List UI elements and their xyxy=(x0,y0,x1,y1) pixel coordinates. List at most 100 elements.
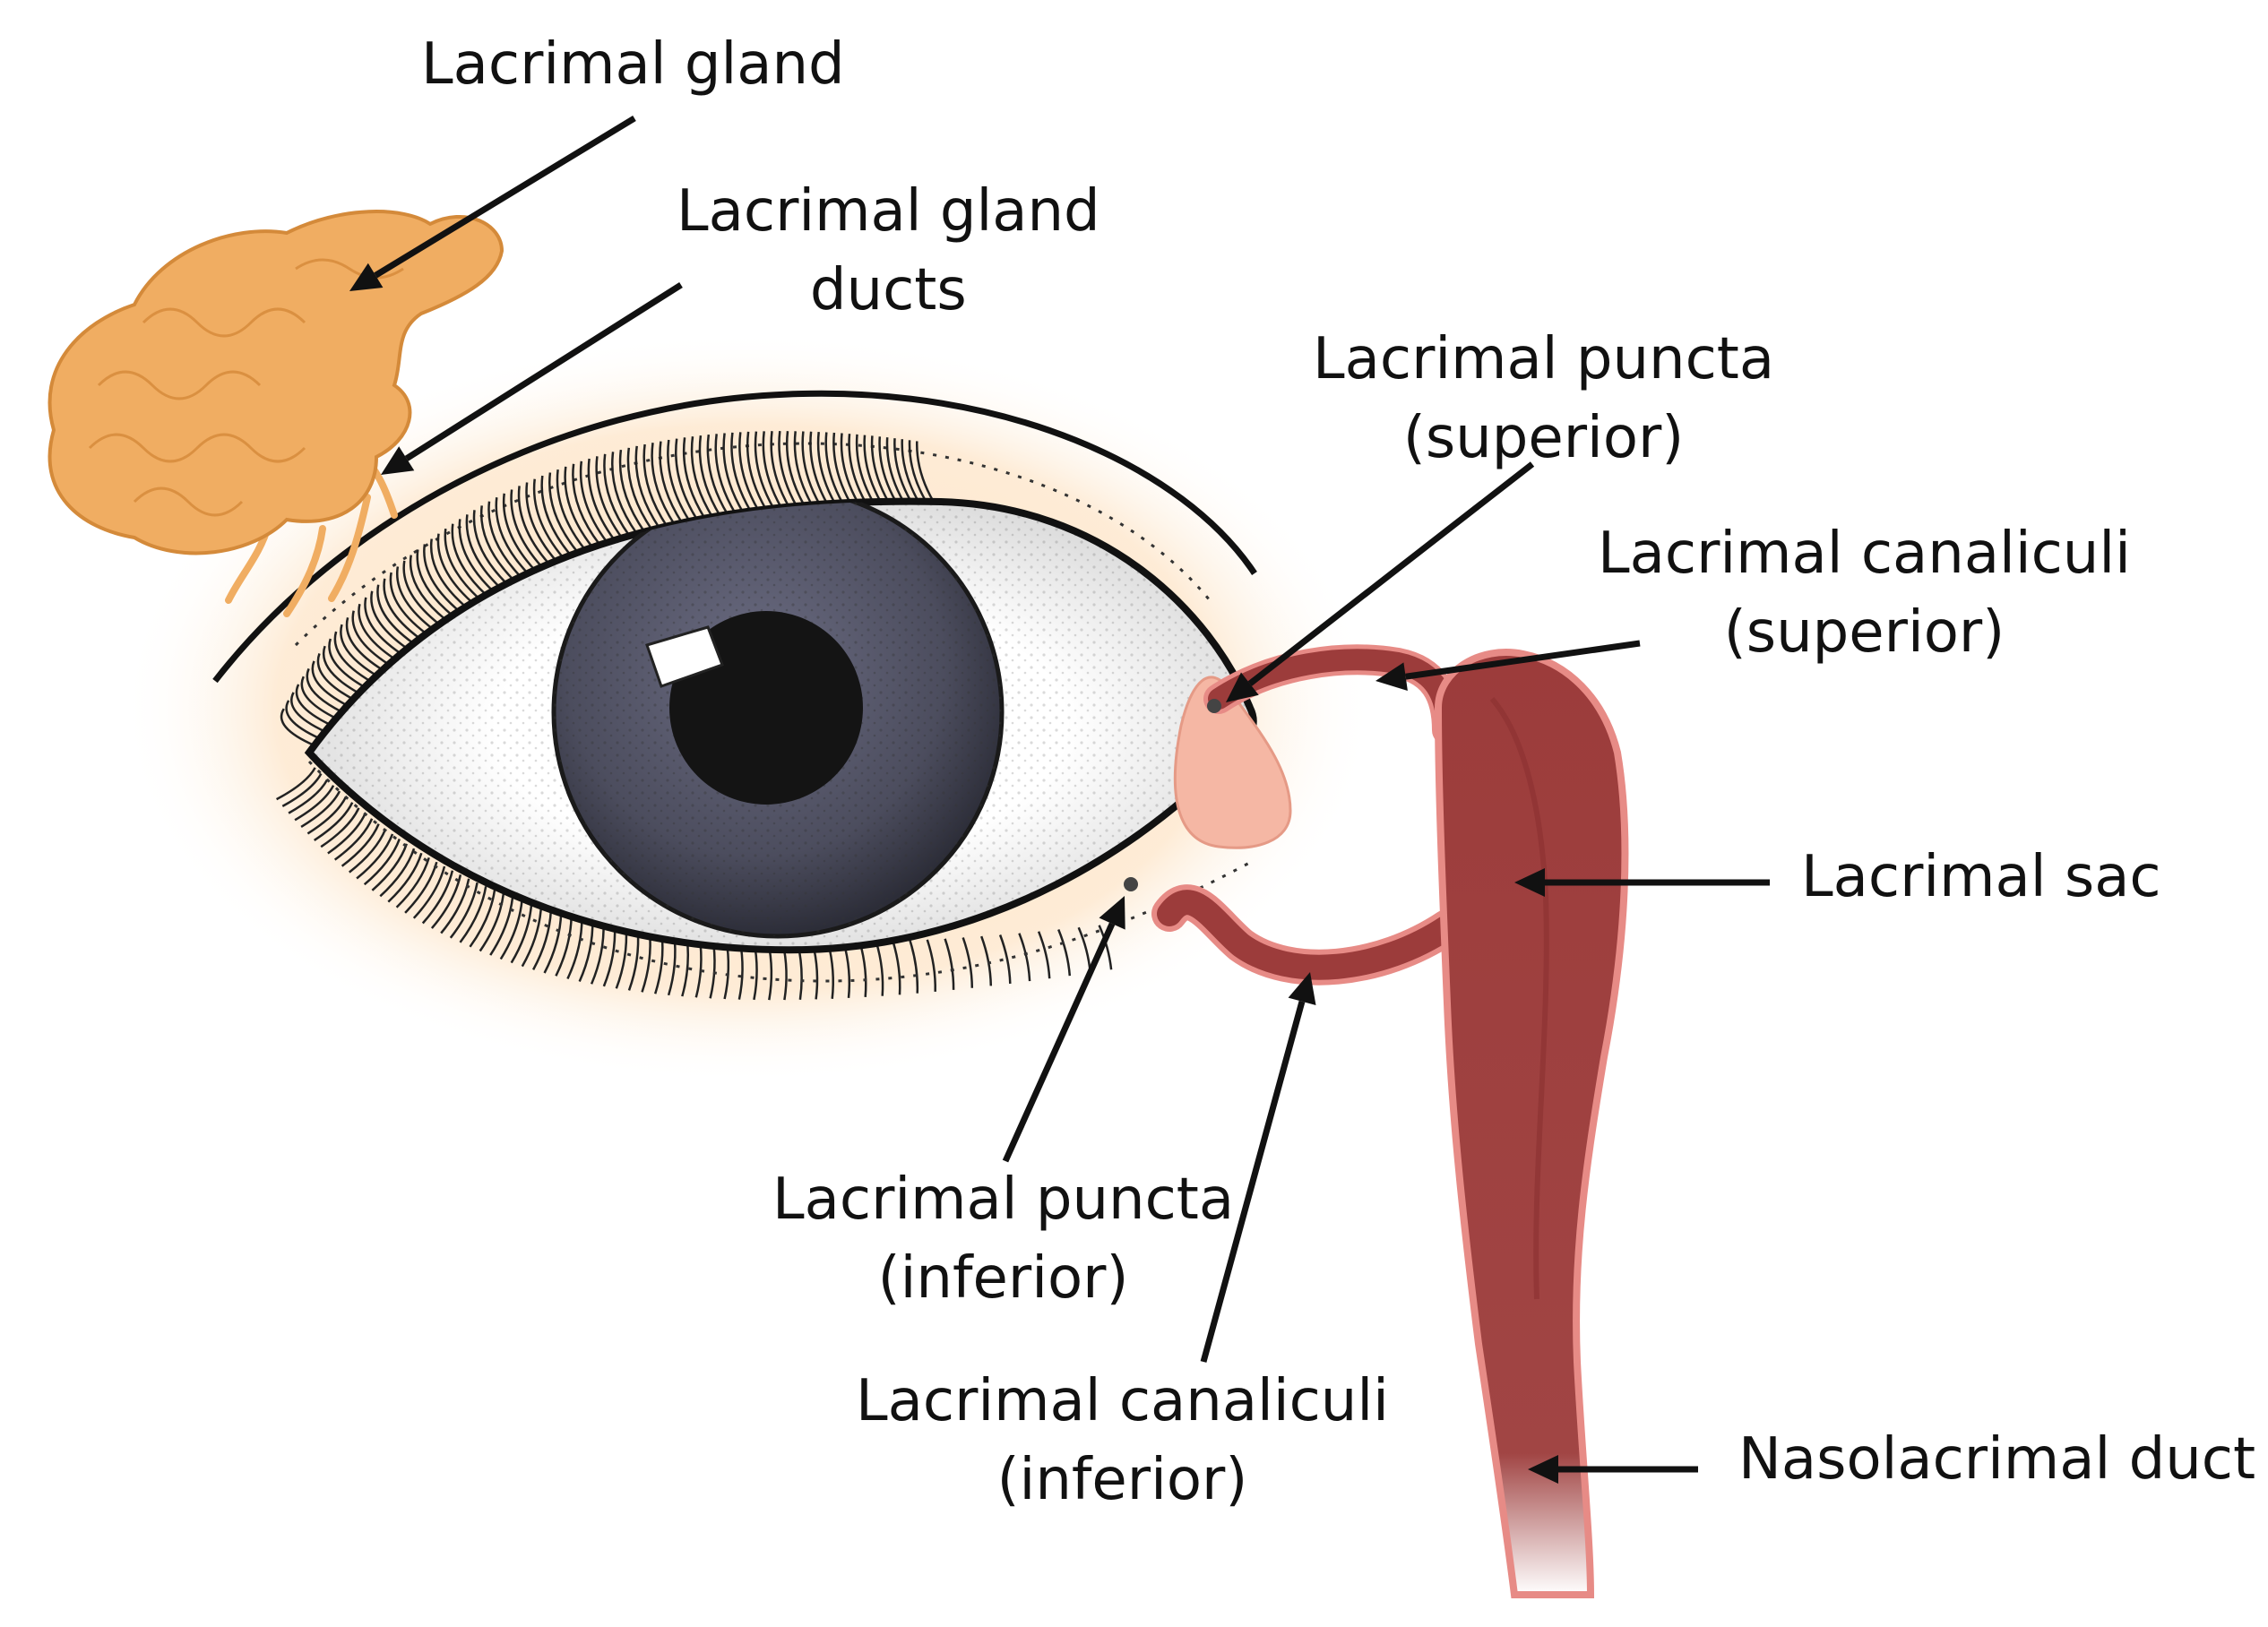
eyelash xyxy=(340,624,377,677)
eyelash xyxy=(328,638,366,689)
eyelash xyxy=(306,796,348,835)
eyelash xyxy=(893,438,912,503)
eyelash xyxy=(916,441,935,503)
eyelash xyxy=(785,431,806,506)
leader-lines xyxy=(349,116,1770,1484)
inferior-punctum xyxy=(1124,877,1138,891)
label-lacrimal-puncta-superior-line2: (superior) xyxy=(1402,405,1685,471)
eyelash xyxy=(345,616,384,671)
eyelash xyxy=(1057,929,1072,977)
eyelash xyxy=(495,497,529,574)
label-lacrimal-canaliculi-inferior: Lacrimal canaliculi (inferior) xyxy=(856,1362,1389,1519)
eyelash xyxy=(579,461,608,544)
eyelash xyxy=(778,430,798,507)
arrow-lacrimal-canaliculi-inferior xyxy=(1200,972,1316,1363)
eyelash xyxy=(754,431,775,510)
eyelash xyxy=(944,938,955,990)
label-nasolacrimal-duct-text: Nasolacrimal duct xyxy=(1738,1426,2256,1493)
eyelash xyxy=(311,660,349,707)
eyelash xyxy=(908,440,927,503)
eyelash xyxy=(430,874,462,929)
eyelash xyxy=(730,432,752,512)
eyelash xyxy=(878,436,897,503)
label-lacrimal-puncta-inferior: Lacrimal puncta (inferior) xyxy=(772,1160,1234,1318)
eyelash xyxy=(429,538,467,608)
eyelash xyxy=(440,878,470,934)
eyelash xyxy=(555,915,573,977)
eyelash xyxy=(502,493,536,572)
eyelash xyxy=(370,590,409,650)
eyelash xyxy=(1098,925,1113,970)
eyelash xyxy=(548,472,579,554)
eyelash xyxy=(595,456,624,539)
eyelash xyxy=(722,433,745,513)
eyelash xyxy=(436,533,474,604)
eyelash xyxy=(556,469,586,551)
eyelash xyxy=(363,838,401,886)
eyelash xyxy=(738,432,760,512)
eyelash xyxy=(389,572,427,635)
eyelash xyxy=(980,935,993,986)
eyelash xyxy=(379,848,416,898)
eyelash xyxy=(341,823,380,867)
lacrimal-sac xyxy=(1434,649,1629,1598)
eyelash xyxy=(962,937,974,988)
eyelash xyxy=(300,790,341,828)
eyelash xyxy=(356,833,394,880)
eyelash xyxy=(659,441,684,524)
eyelash xyxy=(809,431,829,504)
eyelash xyxy=(532,909,553,970)
eyelash xyxy=(690,436,714,518)
eyelash xyxy=(603,453,631,537)
label-lacrimal-gland-ducts: Lacrimal gland ducts xyxy=(677,172,1100,330)
label-lacrimal-gland-text: Lacrimal gland xyxy=(421,31,845,98)
eyelash xyxy=(444,528,480,600)
eyelash xyxy=(333,631,372,683)
label-lacrimal-sac: Lacrimal sac xyxy=(1801,838,2161,917)
eyelash xyxy=(892,941,901,995)
arrow-lacrimal-puncta-superior xyxy=(1226,461,1535,702)
eyelash xyxy=(300,676,337,719)
eyelash xyxy=(489,897,514,956)
eyelash xyxy=(1018,933,1031,982)
label-lacrimal-puncta-inferior-line1: Lacrimal puncta xyxy=(772,1166,1235,1233)
arrow-lacrimal-canaliculi-superior xyxy=(1375,640,1641,691)
eyelash xyxy=(320,807,360,848)
label-lacrimal-canaliculi-inferior-line1: Lacrimal canaliculi xyxy=(856,1368,1389,1434)
eyelash xyxy=(306,667,342,713)
eyelash xyxy=(421,870,454,925)
eyelash xyxy=(333,818,374,861)
eyelash xyxy=(288,779,329,814)
eyelash xyxy=(376,584,415,645)
eyelash xyxy=(395,857,430,908)
eyelash xyxy=(327,813,367,855)
eyelash xyxy=(416,549,453,616)
eyelash xyxy=(564,466,594,548)
eyelash xyxy=(532,478,565,559)
eyelashes xyxy=(276,430,1113,1001)
eyelash xyxy=(855,434,875,503)
eyelash xyxy=(364,597,402,655)
label-lacrimal-sac-text: Lacrimal sac xyxy=(1801,844,2161,910)
eyelash xyxy=(290,692,326,733)
eyelash xyxy=(276,767,316,801)
eyelash xyxy=(801,431,821,505)
eyelash xyxy=(848,434,867,504)
eyelash xyxy=(469,890,496,948)
eyelash xyxy=(521,906,543,968)
eyelash xyxy=(762,431,782,509)
eyelash xyxy=(402,560,440,625)
eyelash xyxy=(651,443,676,526)
eyelash xyxy=(525,482,557,562)
eyelash xyxy=(626,447,653,531)
eyelash xyxy=(280,708,315,747)
eyelash xyxy=(572,463,601,546)
eyelash xyxy=(816,431,836,504)
eyelash xyxy=(316,652,354,701)
label-lacrimal-gland: Lacrimal gland xyxy=(421,25,845,104)
label-nasolacrimal-duct: Nasolacrimal duct xyxy=(1738,1420,2255,1499)
eyelash xyxy=(479,505,515,581)
eyelash xyxy=(543,912,563,974)
